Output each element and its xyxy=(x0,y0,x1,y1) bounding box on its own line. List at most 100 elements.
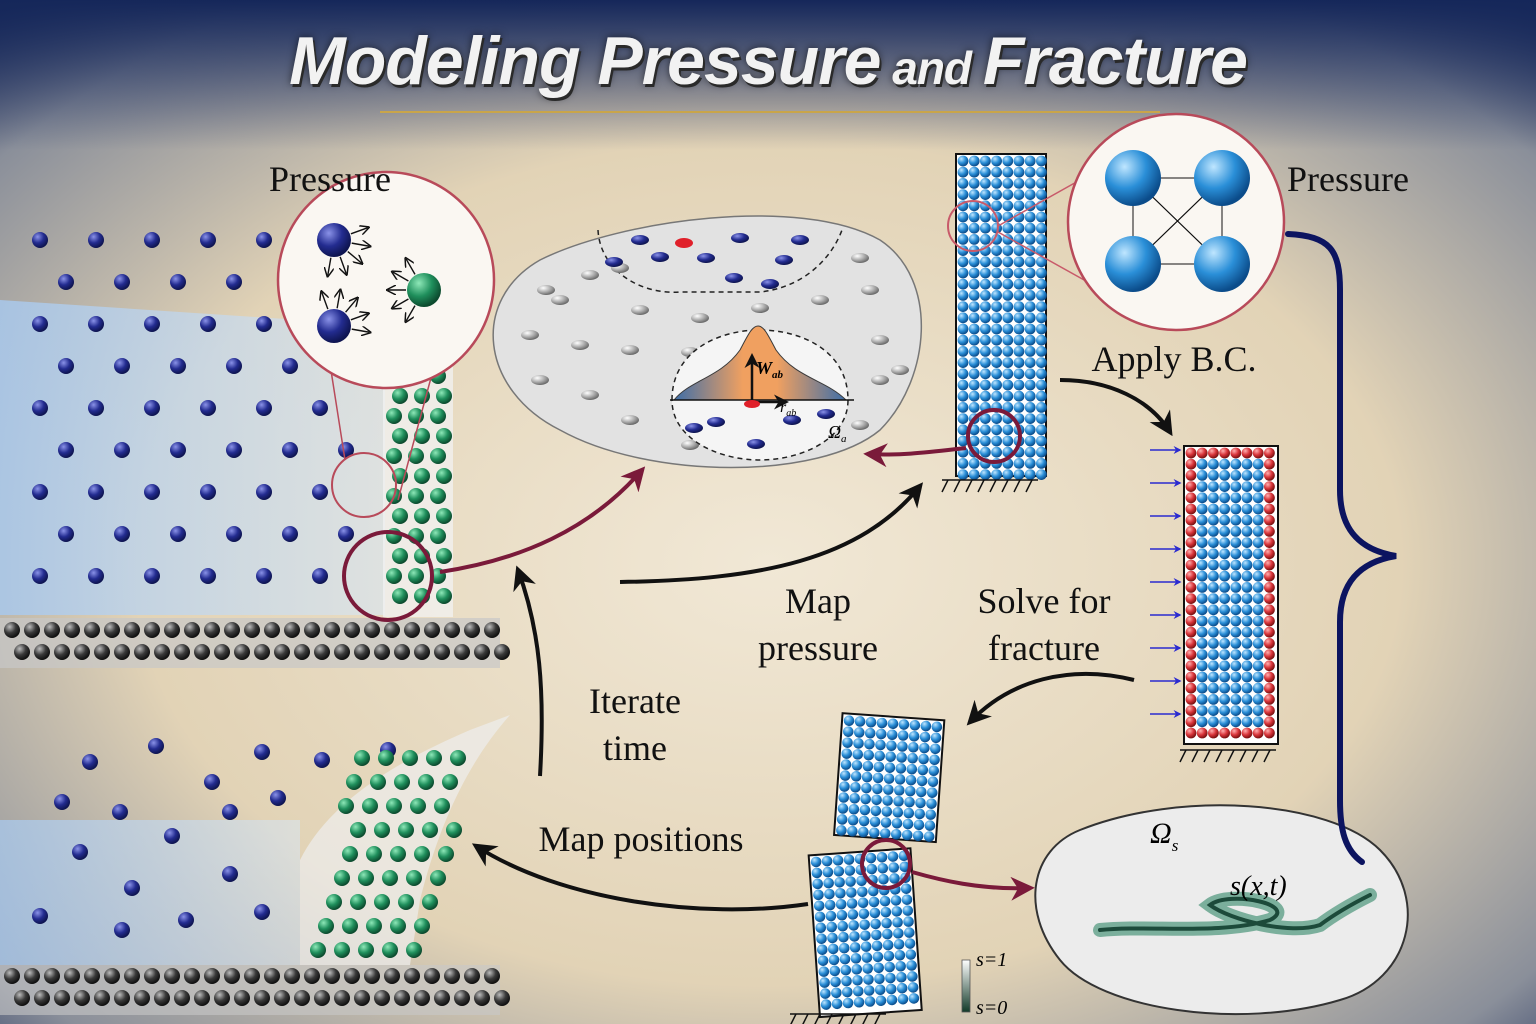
lattice-particle xyxy=(1219,694,1230,705)
lattice-particle xyxy=(980,278,991,290)
boundary-particle xyxy=(1219,447,1230,459)
lattice-particle xyxy=(915,786,927,798)
pressure-inset-left xyxy=(276,170,496,518)
fluid-particle xyxy=(254,744,270,760)
lattice-particle xyxy=(1002,256,1014,268)
wall-particle xyxy=(154,990,170,1006)
boundary-particle xyxy=(1264,671,1275,683)
line-mark xyxy=(393,272,409,282)
lattice-particle xyxy=(836,814,848,825)
lattice-particle xyxy=(980,290,991,301)
lattice-particle xyxy=(968,368,980,380)
lattice-particle xyxy=(968,357,980,368)
lattice-particle xyxy=(1002,301,1014,312)
lattice-particle xyxy=(1241,638,1253,649)
lattice-particle xyxy=(896,971,907,983)
lattice-particle xyxy=(1024,178,1036,189)
boundary-particle xyxy=(1185,716,1197,728)
kernel-distance-label: rab xyxy=(780,399,796,419)
boundary-particle xyxy=(1185,660,1197,672)
wall-particle xyxy=(344,622,360,638)
lattice-particle xyxy=(891,906,903,917)
boundary-particle xyxy=(1185,570,1197,582)
wall-particle xyxy=(264,968,280,984)
lattice-particle xyxy=(858,826,869,838)
lattice-particle xyxy=(874,750,885,762)
lattice-particle xyxy=(957,256,969,268)
lattice-particle xyxy=(980,166,991,178)
arrow-map-positions xyxy=(471,843,809,912)
lattice-particle xyxy=(1013,155,1025,167)
lattice-particle xyxy=(853,727,865,738)
lattice-particle xyxy=(833,866,845,877)
lattice-particle xyxy=(1013,368,1025,380)
boundary-particle xyxy=(1185,481,1197,492)
lattice-particle xyxy=(1230,458,1242,470)
boundary-particle xyxy=(1185,526,1197,537)
line-mark xyxy=(393,298,409,308)
lattice-particle xyxy=(980,346,991,357)
wall-particle xyxy=(24,622,40,638)
lattice-particle xyxy=(1036,234,1047,245)
fluid-particle xyxy=(317,223,351,257)
page-title: Modeling Pressure and Fracture xyxy=(289,23,1248,99)
wall-particle xyxy=(54,644,70,660)
lattice-particle xyxy=(1024,267,1036,279)
lattice-particle xyxy=(980,312,991,324)
lattice-particle xyxy=(1036,245,1047,256)
neighbor-particle xyxy=(651,252,669,262)
boundary-particle xyxy=(1185,447,1197,459)
lattice-particle xyxy=(1036,379,1047,391)
boundary-particle xyxy=(1185,604,1197,616)
lattice-particle xyxy=(912,830,924,842)
boundary-particle xyxy=(1264,682,1275,694)
lattice-particle xyxy=(1196,671,1208,683)
fluid-particle xyxy=(256,484,272,500)
lattice-particle xyxy=(991,413,1002,424)
lattice-particle xyxy=(1219,604,1230,616)
lattice-particle xyxy=(876,851,888,863)
lattice-particle xyxy=(1219,582,1230,593)
lattice-particle xyxy=(902,818,914,830)
solid-particle xyxy=(358,942,374,958)
lattice-particle xyxy=(877,862,889,874)
lattice-particle xyxy=(902,905,914,916)
neighbor-particle xyxy=(631,235,649,245)
lattice-particle xyxy=(1219,526,1230,537)
lattice-particle xyxy=(836,825,847,836)
wall-particle xyxy=(334,644,350,660)
lattice-particle xyxy=(1036,189,1047,201)
solid-particle xyxy=(446,822,462,838)
line-mark xyxy=(351,329,370,332)
fluid-particle xyxy=(256,568,272,584)
lattice-particle xyxy=(1208,548,1219,560)
lattice-particle xyxy=(1013,402,1025,413)
lattice-particle xyxy=(925,809,937,820)
lattice-particle xyxy=(1196,548,1208,560)
lattice-particle xyxy=(845,876,856,887)
boundary-particle xyxy=(1185,537,1197,548)
solid-particle xyxy=(392,508,408,524)
line-mark xyxy=(1179,749,1187,763)
lattice-particle xyxy=(1219,705,1230,716)
lattice-particle xyxy=(1252,705,1264,716)
wall-particle xyxy=(274,644,290,660)
lattice-particle xyxy=(880,906,892,918)
lattice-particle xyxy=(1024,379,1036,391)
lattice-particle xyxy=(879,828,891,839)
lattice-particle xyxy=(839,770,851,781)
lattice-particle xyxy=(1013,245,1025,256)
lattice-particle xyxy=(1252,671,1264,683)
lattice-particle xyxy=(816,944,828,955)
lattice-particle xyxy=(1024,290,1036,301)
solid-particle xyxy=(430,448,446,464)
lattice-particle xyxy=(1196,526,1208,537)
solid-particle xyxy=(386,448,402,464)
lattice-particle xyxy=(896,752,907,763)
lattice-particle xyxy=(991,446,1002,458)
lattice-particle xyxy=(928,765,940,777)
lattice-particle xyxy=(1208,458,1219,470)
wall-particle xyxy=(324,968,340,984)
lattice-particle xyxy=(1241,548,1253,560)
lattice-particle xyxy=(957,334,969,346)
